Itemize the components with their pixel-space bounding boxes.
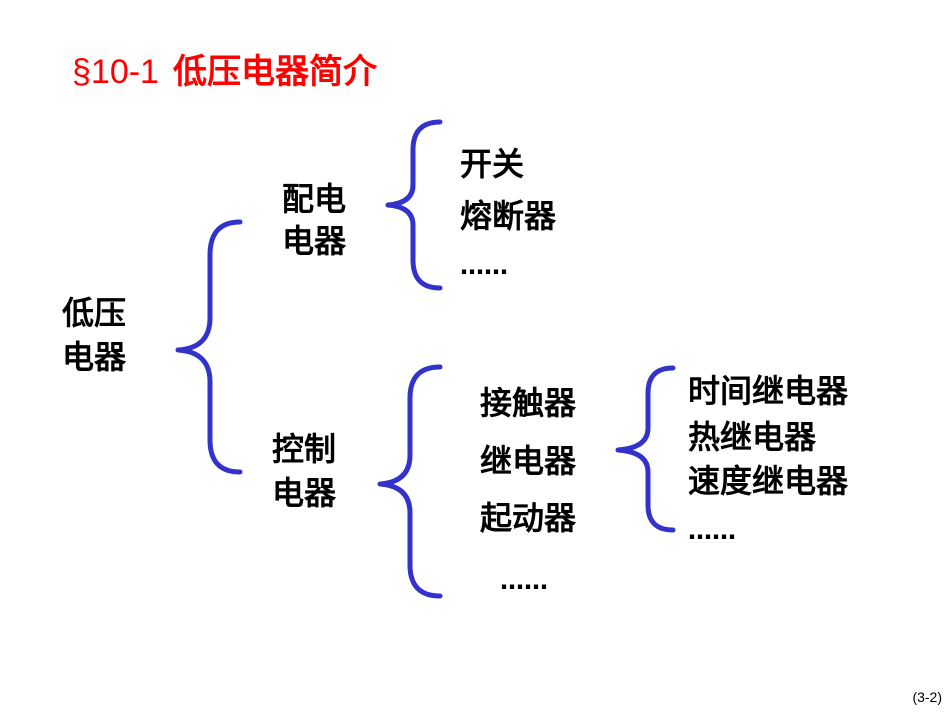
relay-ellipsis: …… [688,517,736,545]
root-label-line2: 电器 [62,338,127,376]
distribution-ellipsis: …… [460,252,508,280]
relay-item: 速度继电器 [688,462,849,500]
control-label-line2: 电器 [272,474,337,512]
brace-relays [615,365,676,533]
slide-title: §10-1 低压电器简介 [72,44,377,93]
root-label-line1: 低压 [62,294,127,332]
brace-control [377,364,443,599]
title-text: 低压电器简介 [172,52,377,92]
brace-root [175,219,243,475]
distribution-label-line2: 电器 [282,222,347,260]
control-label-line1: 控制 [272,430,337,468]
distribution-item: 熔断器 [460,197,557,235]
distribution-item: 开关 [460,145,525,183]
relay-item: 时间继电器 [688,372,849,410]
brace-distribution [385,119,443,291]
page-number: (3-2) [912,689,942,705]
control-ellipsis: …… [500,567,548,595]
distribution-label-line1: 配电 [282,180,347,218]
section-number: §10-1 [72,53,159,91]
relay-item: 热继电器 [688,418,817,456]
control-item: 继电器 [480,442,577,480]
control-item: 起动器 [480,499,577,537]
control-item: 接触器 [480,384,577,422]
